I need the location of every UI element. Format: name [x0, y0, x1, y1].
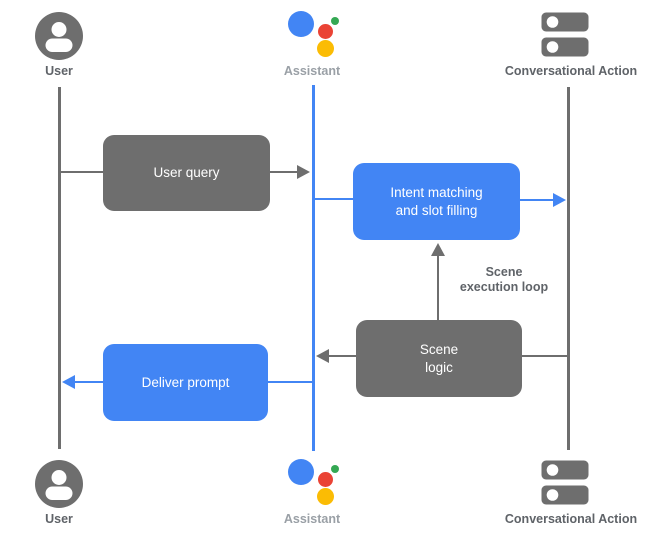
connector-assistant-to-deliver	[268, 380, 314, 384]
server-icon	[541, 12, 589, 57]
arrowhead-right-icon	[553, 193, 566, 207]
arrowhead-left-icon	[62, 375, 75, 389]
user-query-box: User query	[103, 135, 270, 211]
user-lifeline	[57, 87, 61, 449]
assistant-label-top: Assistant	[283, 64, 341, 78]
connector-user-to-user-query	[59, 170, 103, 174]
arrowhead-left-icon	[316, 349, 329, 363]
connector-user-query-to-assistant	[270, 170, 298, 174]
assistant-red-dot	[318, 24, 333, 39]
action-label-bottom: Conversational Action	[504, 512, 638, 526]
connector-intent-to-action	[520, 198, 553, 202]
google-assistant-icon	[287, 10, 339, 60]
assistant-yellow-dot	[317, 488, 334, 505]
scene-logic-box: Scene logic	[356, 320, 522, 397]
connector-scene-logic-to-intent	[436, 254, 440, 320]
connector-action-to-scene-logic	[522, 354, 568, 358]
arrowhead-right-icon	[297, 165, 310, 179]
user-label-bottom: User	[45, 512, 73, 526]
action-label-top: Conversational Action	[504, 64, 638, 78]
action-lifeline	[566, 87, 570, 450]
scene-execution-loop-label: Scene execution loop	[459, 265, 549, 294]
assistant-blue-dot	[288, 11, 314, 37]
assistant-lifeline	[311, 85, 315, 451]
assistant-label-bottom: Assistant	[283, 512, 341, 526]
server-icon	[541, 460, 589, 505]
connector-scene-logic-to-assistant	[329, 354, 356, 358]
user-avatar-icon	[35, 460, 83, 508]
connector-assistant-to-intent	[314, 197, 353, 201]
connector-deliver-to-user	[75, 380, 103, 384]
user-label-top: User	[45, 64, 73, 78]
assistant-green-dot	[331, 17, 339, 25]
user-avatar-icon	[35, 12, 83, 60]
deliver-prompt-box: Deliver prompt	[103, 344, 268, 421]
google-assistant-icon	[287, 458, 339, 508]
assistant-red-dot	[318, 472, 333, 487]
assistant-blue-dot	[288, 459, 314, 485]
assistant-green-dot	[331, 465, 339, 473]
arrowhead-up-icon	[431, 243, 445, 256]
intent-matching-box: Intent matching and slot filling	[353, 163, 520, 240]
assistant-yellow-dot	[317, 40, 334, 57]
